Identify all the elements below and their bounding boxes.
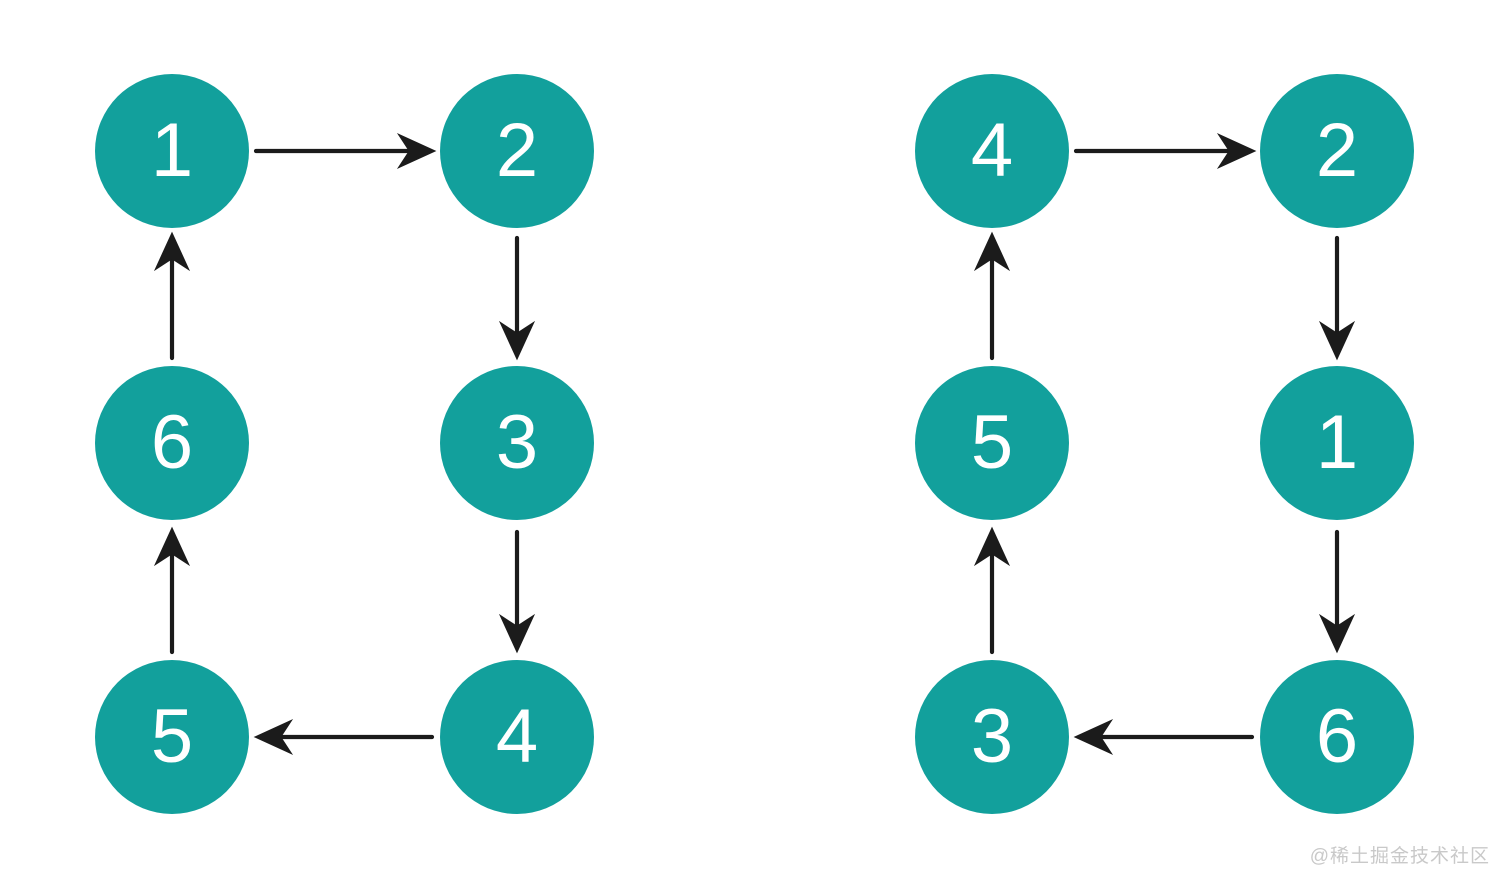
node-right-top-left[interactable]: 4 [915, 74, 1069, 228]
node-right-bottom-left[interactable]: 3 [915, 660, 1069, 814]
node-label: 2 [495, 108, 539, 193]
node-label: 1 [150, 108, 194, 193]
node-right-bottom-right[interactable]: 6 [1260, 660, 1414, 814]
node-left-bottom-left[interactable]: 5 [95, 660, 249, 814]
node-label: 3 [495, 400, 539, 485]
node-label: 4 [970, 108, 1014, 193]
node-label: 4 [495, 694, 539, 779]
node-left-middle-right[interactable]: 3 [440, 366, 594, 520]
node-left-top-right[interactable]: 2 [440, 74, 594, 228]
node-left-bottom-right[interactable]: 4 [440, 660, 594, 814]
node-label: 3 [970, 694, 1014, 779]
ring-diagram-right: 4 2 1 6 3 5 [820, 0, 1512, 886]
node-right-middle-right[interactable]: 1 [1260, 366, 1414, 520]
node-left-middle-left[interactable]: 6 [95, 366, 249, 520]
node-right-middle-left[interactable]: 5 [915, 366, 1069, 520]
node-label: 6 [1315, 694, 1359, 779]
node-label: 5 [970, 400, 1014, 485]
watermark: @稀土掘金技术社区 [1309, 846, 1490, 867]
node-label: 5 [150, 694, 194, 779]
node-label: 6 [150, 400, 194, 485]
ring-diagram-left: 1 2 3 4 5 6 [95, 74, 594, 814]
node-left-top-left[interactable]: 1 [95, 74, 249, 228]
node-label: 1 [1315, 400, 1359, 485]
node-label: 2 [1315, 108, 1359, 193]
node-right-top-right[interactable]: 2 [1260, 74, 1414, 228]
